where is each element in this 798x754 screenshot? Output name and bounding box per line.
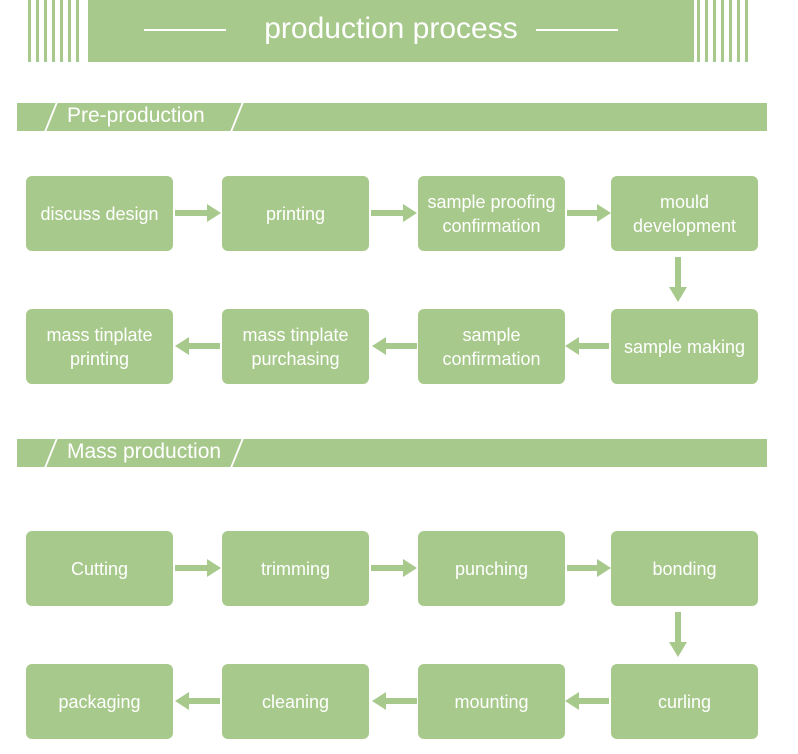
section-label: Pre-production [67,104,205,127]
arrow-right-icon [567,204,611,222]
section-slash-right [230,103,244,131]
step-mounting: mounting [418,664,565,739]
header-line-left [144,29,226,31]
step-bonding: bonding [611,531,758,606]
step-discuss-design: discuss design [26,176,173,251]
arrow-right-icon [567,559,611,577]
step-trimming: trimming [222,531,369,606]
step-cleaning: cleaning [222,664,369,739]
step-mass-tinplate-purchasing: mass tinplate purchasing [222,309,369,384]
header-stripes-left [28,0,84,62]
arrow-left-icon [372,337,417,355]
section-bar-pre-production: Pre-production [17,103,767,131]
step-sample-making: sample making [611,309,758,384]
page-title: production process [264,12,518,45]
arrow-right-icon [371,559,417,577]
step-mass-tinplate-printing: mass tinplate printing [26,309,173,384]
arrow-down-icon [669,612,687,657]
header-line-right [536,29,618,31]
step-mould-development: mould development [611,176,758,251]
section-slash-left [44,439,58,467]
arrow-right-icon [371,204,417,222]
header-banner: production process [88,0,694,62]
step-curling: curling [611,664,758,739]
arrow-left-icon [565,692,609,710]
step-punching: punching [418,531,565,606]
arrow-left-icon [175,337,220,355]
section-label: Mass production [67,440,222,463]
step-cutting: Cutting [26,531,173,606]
section-bar-mass-production: Mass production [17,439,767,467]
step-packaging: packaging [26,664,173,739]
header-stripes-right [697,0,753,62]
arrow-left-icon [175,692,220,710]
arrow-down-icon [669,257,687,302]
section-slash-left [44,103,58,131]
step-sample-proofing-confirmation: sample proofing confirmation [418,176,565,251]
arrow-right-icon [175,559,221,577]
arrow-left-icon [565,337,609,355]
step-printing: printing [222,176,369,251]
arrow-right-icon [175,204,221,222]
arrow-left-icon [372,692,417,710]
step-sample-confirmation: sample confirmation [418,309,565,384]
section-slash-right [230,439,244,467]
